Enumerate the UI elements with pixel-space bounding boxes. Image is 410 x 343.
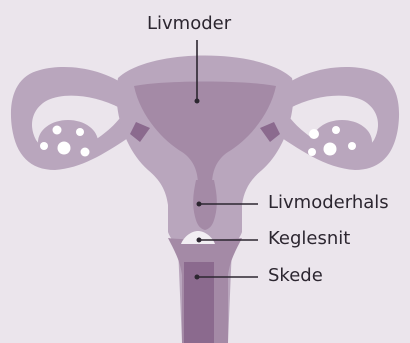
label-uterus: Livmoder [147,14,231,34]
right-ovary [312,120,372,164]
leader-dot-cervix [197,202,202,207]
label-vagina: Skede [268,266,323,286]
left-ovary [38,120,98,164]
label-cone-biopsy: Keglesnit [268,229,350,249]
leader-dot-uterus [195,99,200,104]
vaginal-inner-strip [184,262,214,343]
leader-dot-vagina [195,275,200,280]
label-cervix: Livmoderhals [268,193,389,213]
leader-dot-cone [197,238,202,243]
